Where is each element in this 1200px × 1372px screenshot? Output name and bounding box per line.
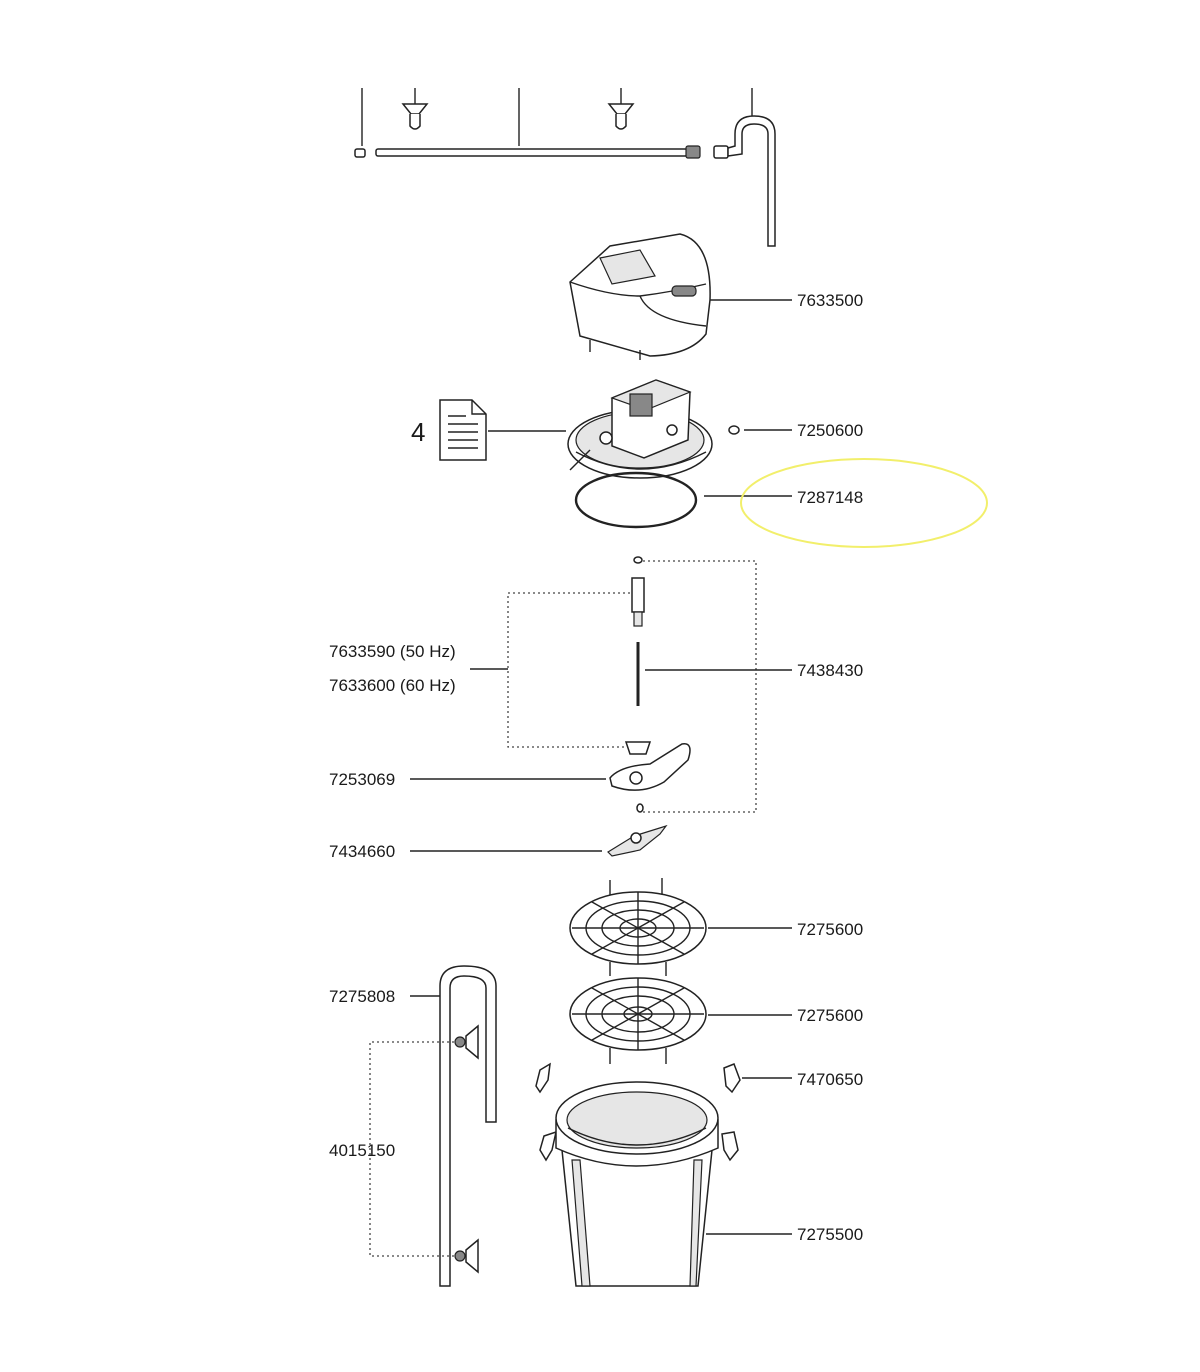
label-7275500: 7275500: [797, 1225, 863, 1244]
rotor-assembly: [507, 556, 757, 857]
filter-grid-upper: [569, 878, 707, 976]
suction-cup-icon: [454, 1024, 479, 1060]
spray-bar-assembly: [354, 88, 776, 247]
suction-cup-icon: [401, 88, 429, 130]
label-7434660: 7434660: [329, 842, 395, 861]
label-7250600: 7250600: [797, 421, 863, 440]
label-7275600-upper: 7275600: [797, 920, 863, 939]
document-icon: [439, 399, 487, 461]
label-7253069: 7253069: [329, 770, 395, 789]
intake-pipe-part: [439, 965, 497, 1287]
small-o-ring-part: [728, 425, 740, 435]
label-7633500: 7633500: [797, 291, 863, 310]
suction-cup-icon: [454, 1238, 479, 1274]
clip-parts: [535, 1062, 741, 1162]
label-7438430: 7438430: [797, 661, 863, 680]
pump-cover-part: [569, 233, 711, 360]
suction-cup-icon: [607, 88, 635, 130]
filter-grid-lower: [569, 977, 707, 1064]
label-document-ref: 4: [411, 417, 425, 447]
motor-head-part: [567, 379, 713, 479]
label-4015150: 4015150: [329, 1141, 395, 1160]
label-7275600-lower: 7275600: [797, 1006, 863, 1025]
label-7633600: 7633600 (60 Hz): [329, 676, 456, 695]
sealing-ring-part: [574, 471, 698, 529]
label-7633590: 7633590 (50 Hz): [329, 642, 456, 661]
label-7275808: 7275808: [329, 987, 395, 1006]
canister-part: [555, 1081, 719, 1287]
highlight-ellipse: [740, 458, 988, 548]
label-7287148: 7287148: [797, 488, 863, 507]
label-7470650: 7470650: [797, 1070, 863, 1089]
